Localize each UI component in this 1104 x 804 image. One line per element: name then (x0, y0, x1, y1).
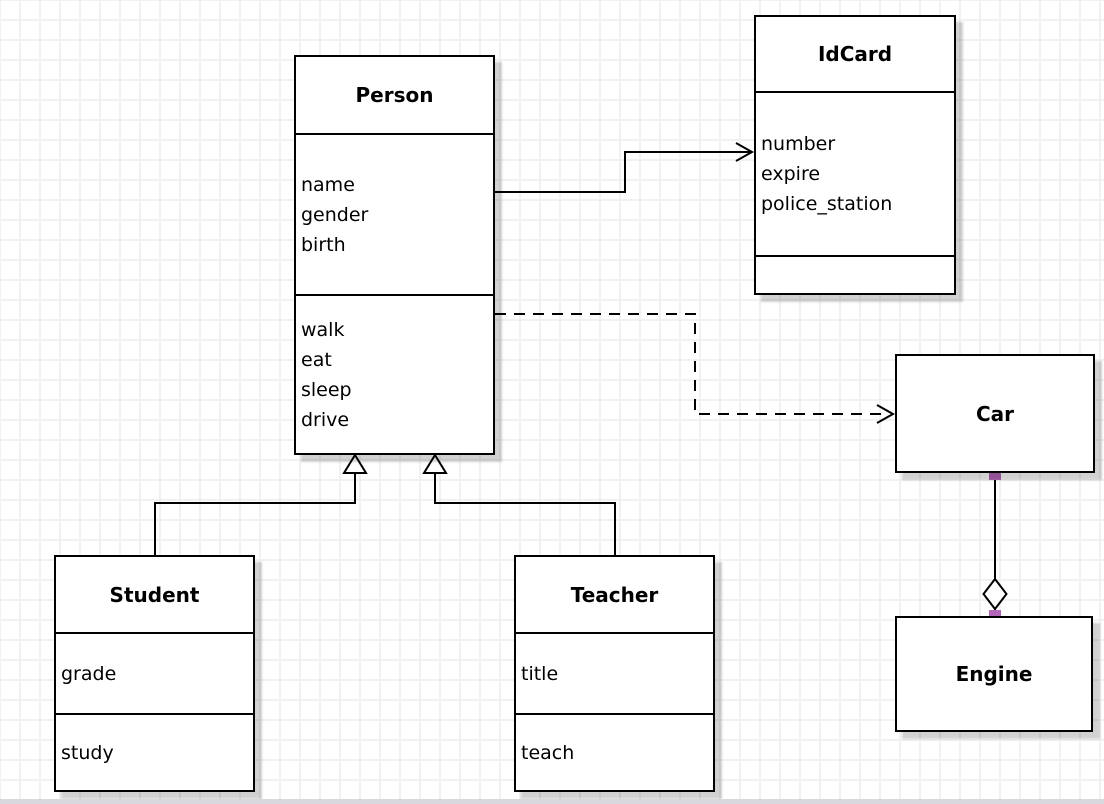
method: sleep (301, 378, 352, 401)
attribute: gender (301, 203, 369, 226)
class-engine[interactable]: Engine (895, 616, 1093, 732)
attribute: number (761, 133, 836, 155)
method: walk (301, 318, 345, 341)
class-title-engine: Engine (955, 662, 1033, 686)
generalization-triangle-teacher (422, 453, 448, 474)
class-title-person: Person (296, 57, 493, 135)
method: teach (521, 741, 575, 764)
method: drive (301, 408, 350, 431)
class-student[interactable]: Student grade study (54, 555, 255, 792)
attribute: title (521, 662, 559, 685)
class-title-teacher: Teacher (516, 557, 713, 634)
class-attributes-idcard: number expire police_station (756, 93, 954, 255)
association-person-idcard-line[interactable] (495, 151, 750, 193)
class-title-car: Car (975, 401, 1015, 426)
attribute: name (301, 173, 355, 196)
aggregation-hollow-diamond (982, 577, 1008, 611)
method: study (61, 741, 114, 764)
class-methods-teacher: teach (516, 713, 713, 790)
class-attributes-teacher: title (516, 634, 713, 713)
generalization-triangle-student (342, 453, 368, 474)
canvas-bottom-edge (0, 799, 1104, 804)
class-idcard[interactable]: IdCard number expire police_station (754, 15, 956, 295)
class-methods-person: walk eat sleep drive (296, 294, 493, 453)
class-person[interactable]: Person name gender birth walk eat sleep … (294, 55, 495, 455)
class-car[interactable]: Car (895, 354, 1095, 473)
class-attributes-person: name gender birth (296, 135, 493, 294)
dependency-open-arrowhead (876, 404, 896, 424)
dependency-person-car-line[interactable] (495, 313, 886, 415)
class-methods-student: study (56, 713, 253, 790)
class-title-student: Student (56, 557, 253, 634)
attribute: police_station (761, 193, 893, 215)
attribute: grade (61, 662, 117, 685)
generalization-teacher-person-line[interactable] (434, 473, 616, 555)
attribute: birth (301, 233, 346, 256)
class-attributes-student: grade (56, 634, 253, 713)
method: eat (301, 348, 332, 371)
association-open-arrowhead (735, 142, 755, 162)
class-title-idcard: IdCard (756, 17, 954, 93)
class-teacher[interactable]: Teacher title teach (514, 555, 715, 792)
attribute: expire (761, 163, 821, 185)
generalization-student-person-line[interactable] (154, 473, 356, 555)
class-methods-idcard (756, 255, 954, 293)
